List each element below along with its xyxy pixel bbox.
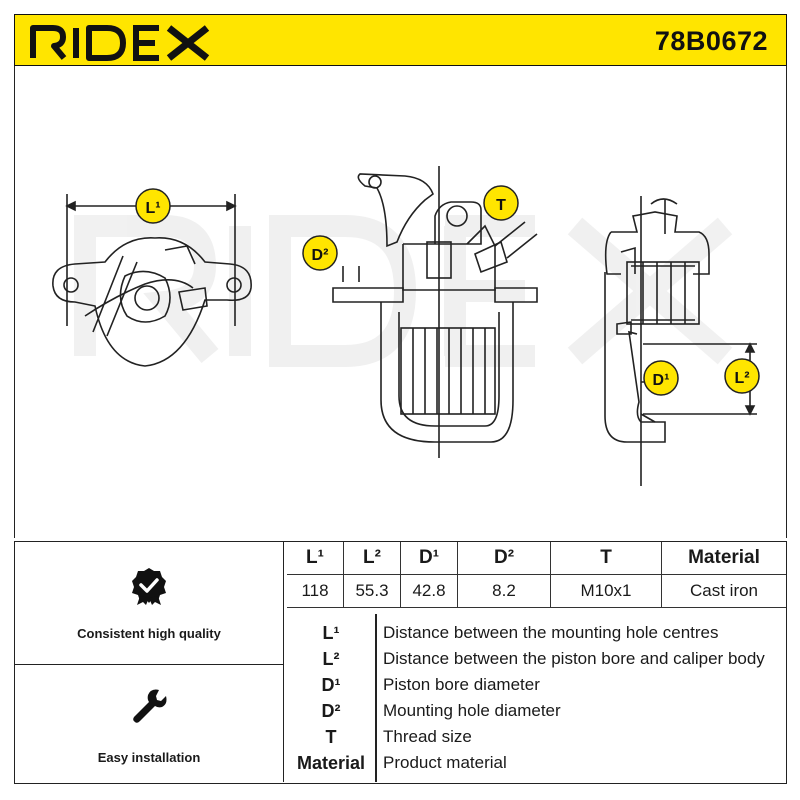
spec-header-material: Material bbox=[661, 542, 786, 575]
ridex-watermark bbox=[74, 215, 733, 367]
spec-value-L2: 55.3 bbox=[343, 574, 401, 608]
header-bar: 78B0672 bbox=[14, 14, 787, 66]
legend-key: D² bbox=[321, 701, 341, 721]
legend-description: Product material bbox=[383, 753, 507, 772]
caliper-top-view bbox=[52, 194, 252, 367]
dim-label-T: T bbox=[496, 197, 506, 214]
spec-section: Consistent high quality Easy installatio… bbox=[14, 541, 787, 784]
dim-label-D1: D¹ bbox=[653, 372, 670, 389]
spec-header-D1: D¹ bbox=[400, 542, 458, 575]
legend-row: D¹ Piston bore diameter bbox=[287, 672, 785, 698]
legend-key: Material bbox=[296, 753, 366, 773]
quality-check-badge-icon bbox=[132, 568, 166, 605]
legend-description: Piston bore diameter bbox=[383, 675, 540, 694]
feature-installation: Easy installation bbox=[15, 664, 283, 782]
caliper-side-view bbox=[332, 166, 538, 458]
dimension-legend: L¹ Distance between the mounting hole ce… bbox=[287, 614, 785, 782]
feature-quality: Consistent high quality bbox=[15, 542, 283, 665]
legend-key: T bbox=[325, 727, 337, 747]
legend-row: Material Product material bbox=[287, 750, 785, 776]
legend-key: D¹ bbox=[321, 675, 341, 695]
caliper-section-view bbox=[604, 196, 757, 486]
feature-panel: Consistent high quality Easy installatio… bbox=[15, 542, 284, 782]
spec-header-T: T bbox=[550, 542, 662, 575]
spec-header-row: L¹ L² D¹ D² T Material bbox=[287, 542, 786, 575]
spec-value-T: M10x1 bbox=[550, 574, 662, 608]
spec-header-L2: L² bbox=[343, 542, 401, 575]
legend-description: Thread size bbox=[383, 727, 472, 746]
legend-description: Distance between the piston bore and cal… bbox=[383, 649, 765, 668]
brand-logo bbox=[30, 25, 210, 61]
feature-quality-label: Consistent high quality bbox=[77, 626, 221, 641]
legend-description: Distance between the mounting hole centr… bbox=[383, 623, 719, 642]
spec-header-L1: L¹ bbox=[287, 542, 344, 575]
part-number: 78B0672 bbox=[654, 26, 768, 56]
legend-row: L¹ Distance between the mounting hole ce… bbox=[287, 620, 785, 646]
spec-value-D2: 8.2 bbox=[457, 574, 551, 608]
spec-value-material: Cast iron bbox=[661, 574, 786, 608]
legend-row: T Thread size bbox=[287, 724, 785, 750]
caliper-drawings: L¹ D² T bbox=[52, 166, 760, 486]
legend-row: L² Distance between the piston bore and … bbox=[287, 646, 785, 672]
dim-label-L1-top: L¹ bbox=[145, 200, 160, 217]
spec-table: L¹ L² D¹ D² T Material 118 55.3 42.8 8.2… bbox=[287, 542, 786, 608]
spec-header-D2: D² bbox=[457, 542, 551, 575]
legend-key: L¹ bbox=[322, 623, 340, 643]
dim-label-L2: L² bbox=[734, 370, 749, 387]
legend-divider bbox=[375, 614, 377, 782]
legend-key: L² bbox=[322, 649, 340, 669]
legend-description: Mounting hole diameter bbox=[383, 701, 561, 720]
spec-value-row: 118 55.3 42.8 8.2 M10x1 Cast iron bbox=[287, 574, 786, 608]
technical-drawing-area: L¹ D² T bbox=[14, 66, 787, 538]
spec-value-L1: 118 bbox=[287, 574, 344, 608]
spec-value-D1: 42.8 bbox=[400, 574, 458, 608]
feature-installation-label: Easy installation bbox=[97, 750, 201, 765]
legend-row: D² Mounting hole diameter bbox=[287, 698, 785, 724]
wrench-icon bbox=[133, 689, 167, 723]
dim-label-D2: D² bbox=[312, 247, 329, 264]
